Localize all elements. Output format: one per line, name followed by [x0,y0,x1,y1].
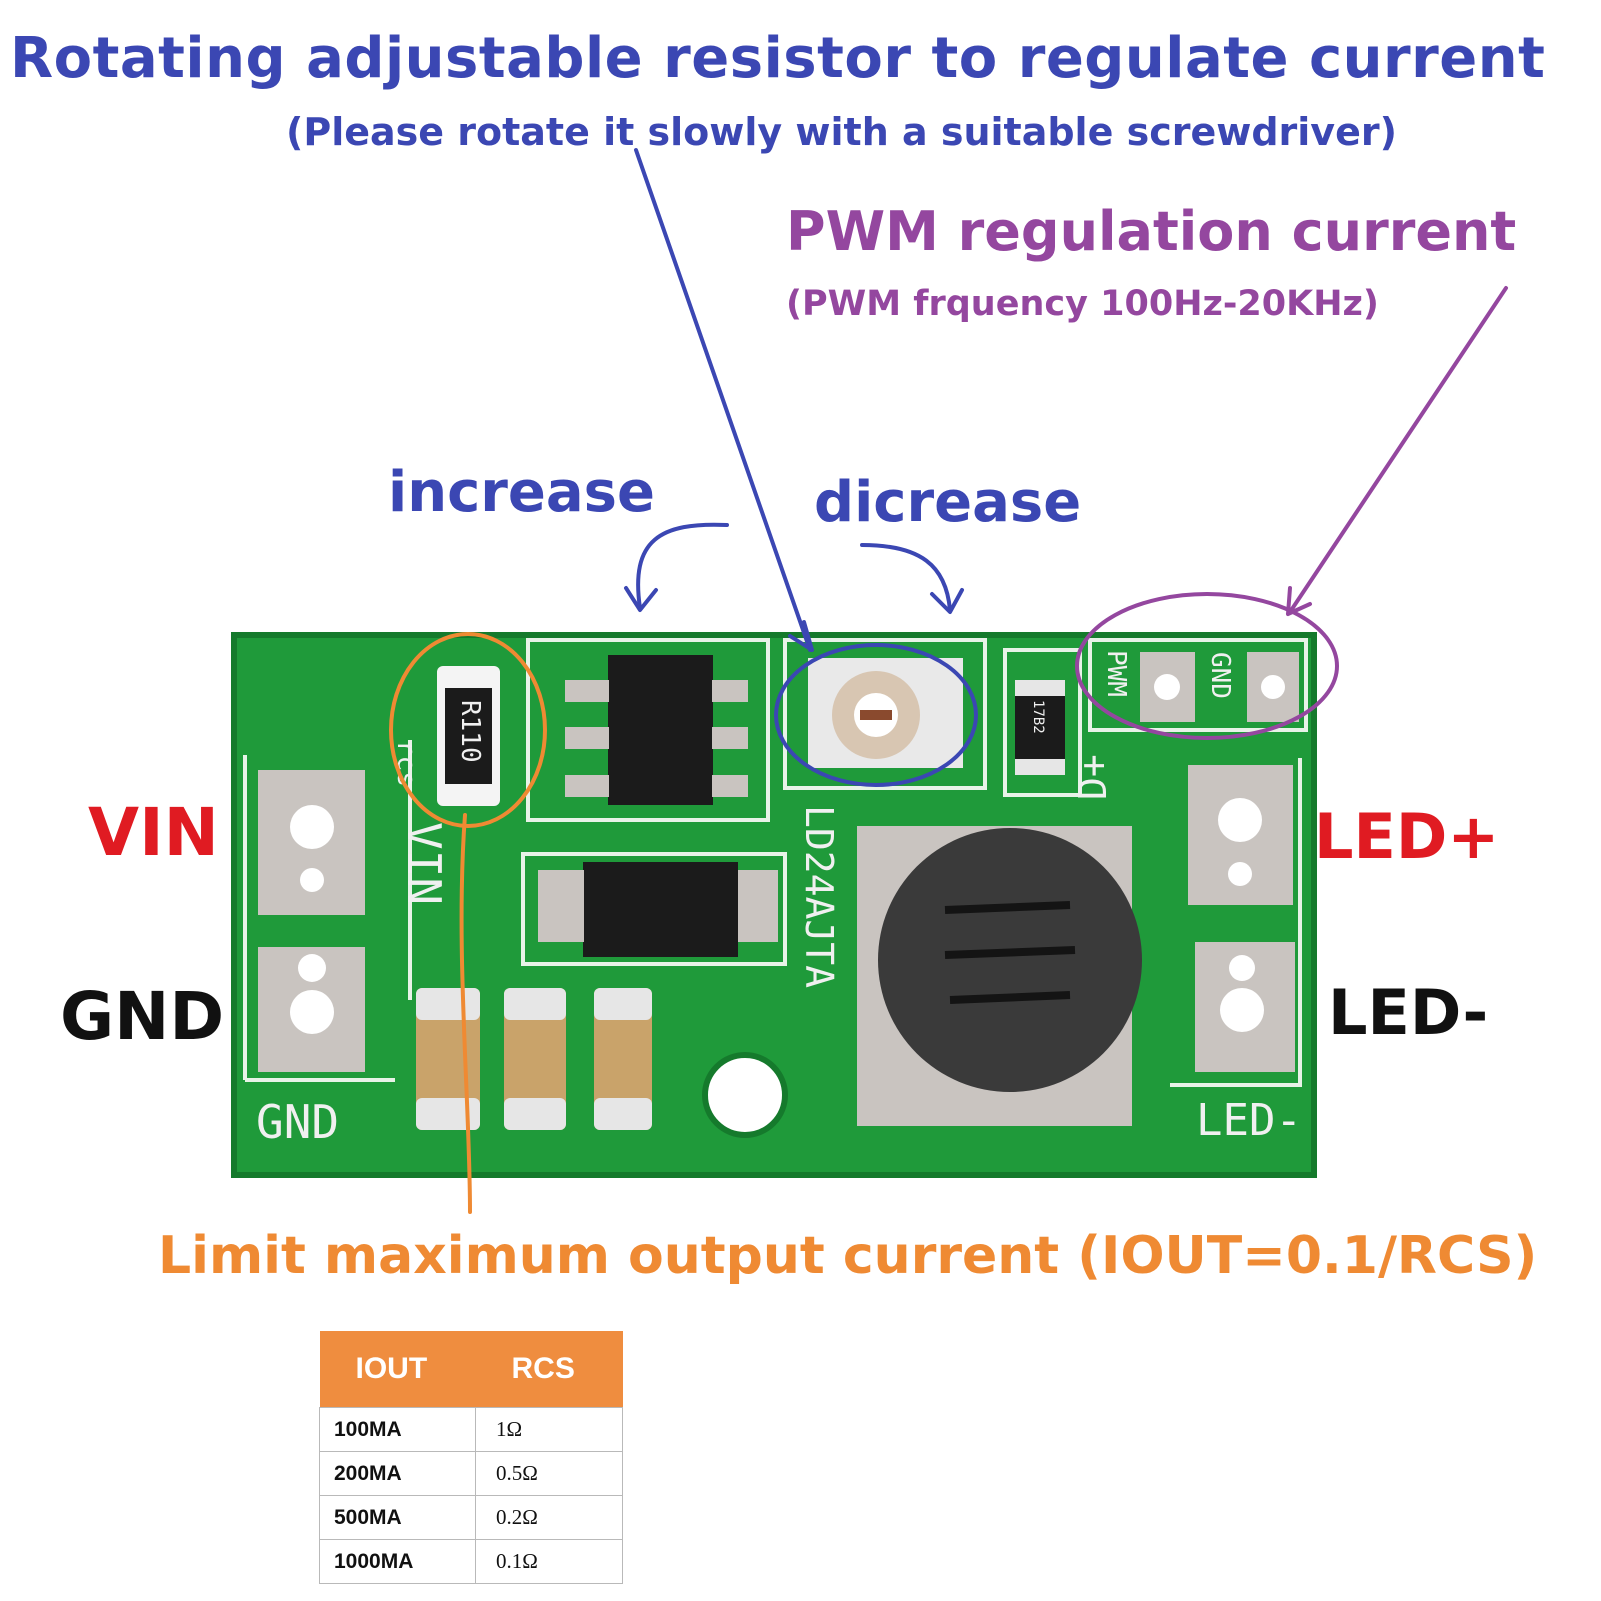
decrease-arrow [860,543,952,612]
silkscreen-outlines [243,638,1308,1087]
increase-arrow [636,522,729,610]
silk-small-resistor: 17B2 [1030,700,1046,734]
inductor-markings [944,901,1076,1004]
silk-vin: VIN [397,822,451,905]
pwm-pointer-arrow [1288,286,1508,614]
gnd-label: GND [60,978,225,1055]
increase-label: increase [388,460,655,525]
mounting-hole [702,1052,788,1138]
table-header-rcs: RCS [475,1331,623,1408]
table-cell-iout: 200MA [319,1451,476,1496]
table-cell-rcs: 1Ω [475,1407,623,1452]
silk-pwm: PWM [1101,650,1131,697]
table-header-row: IOUT RCS [319,1331,623,1408]
pwm-highlight-ellipse [1075,592,1339,740]
silk-gnd: GND [256,1095,339,1149]
table-cell-rcs: 0.5Ω [475,1451,623,1496]
vin-label: VIN [88,794,219,871]
table-header-iout: IOUT [319,1331,476,1408]
silk-led-minus: LED- [1196,1095,1302,1146]
decrease-label: dicrease [814,470,1082,535]
silk-pwm-gnd: GND [1205,652,1235,699]
page-subtitle: (Please rotate it slowly with a suitable… [286,110,1397,154]
inductor [878,828,1142,1092]
diode [583,862,738,957]
capacitor-2 [504,988,566,1130]
silk-d-plus: D+ [1071,754,1115,800]
rcs-table: IOUT RCS 100MA 1Ω 200MA 0.5Ω 500MA 0.2Ω … [319,1331,623,1584]
potentiometer-highlight-ellipse [774,643,978,787]
led-minus-label: LED- [1328,976,1489,1049]
led-plus-label: LED+ [1314,800,1500,873]
table-cell-rcs: 0.2Ω [475,1495,623,1540]
table-cell-iout: 1000MA [319,1539,476,1584]
potentiometer-pointer-arrow [634,148,812,652]
silk-resistor: R110 [455,700,485,763]
pwm-subtitle: (PWM frquency 100Hz-20KHz) [786,284,1379,324]
capacitor-3 [594,988,652,1130]
silk-chip: LD24AJTA [797,805,841,988]
table-row: 500MA 0.2Ω [319,1495,623,1540]
ic-chip [608,655,713,805]
table-cell-rcs: 0.1Ω [475,1539,623,1584]
table-cell-iout: 500MA [319,1495,476,1540]
rcs-highlight-ellipse [389,632,547,828]
table-row: 1000MA 0.1Ω [319,1539,623,1584]
table-cell-iout: 100MA [319,1407,476,1452]
limit-current-label: Limit maximum output current (IOUT=0.1/R… [158,1226,1538,1286]
table-row: 100MA 1Ω [319,1407,623,1452]
pwm-title: PWM regulation current [786,200,1517,263]
pcb-board-edge [231,632,1317,1178]
rcs-pointer-line [459,813,472,1214]
page-title: Rotating adjustable resistor to regulate… [10,26,1546,91]
table-row: 200MA 0.5Ω [319,1451,623,1496]
